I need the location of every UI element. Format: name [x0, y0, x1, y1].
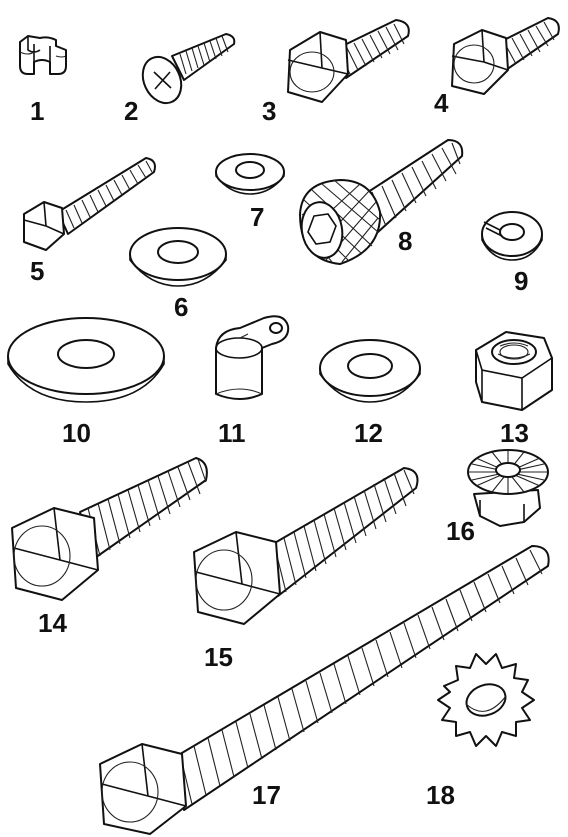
- hex-nut-part-13: [475, 331, 553, 411]
- label-part-10: 10: [62, 418, 91, 448]
- label-part-1: 1: [30, 96, 44, 126]
- label-part-14: 14: [38, 608, 67, 638]
- label-part-17: 17: [252, 780, 281, 810]
- flat-washer-part-6: [129, 227, 227, 287]
- label-part-3: 3: [262, 96, 276, 126]
- hex-bolt-part-5: [23, 157, 156, 251]
- flat-washer-part-12: [319, 339, 421, 403]
- hex-bolt-part-4: [451, 17, 560, 95]
- label-part-8: 8: [398, 226, 412, 256]
- label-part-2: 2: [124, 96, 138, 126]
- serrated-flange-nut-part-16: [467, 449, 549, 527]
- label-part-11: 11: [218, 418, 246, 448]
- flat-washer-part-7: [215, 153, 285, 195]
- star-lock-washer-part-18: [437, 653, 535, 747]
- label-part-7: 7: [250, 202, 264, 232]
- label-part-6: 6: [174, 292, 188, 322]
- label-part-15: 15: [204, 642, 233, 672]
- hex-bolt-part-15: [193, 467, 419, 625]
- label-part-4: 4: [434, 88, 449, 118]
- clip-part-1: [19, 35, 67, 75]
- socket-cap-screw-part-8: [299, 139, 464, 265]
- hex-bolt-part-3: [287, 19, 410, 103]
- label-part-5: 5: [30, 256, 44, 286]
- phillips-screw-part-2: [141, 33, 236, 105]
- label-part-13: 13: [500, 418, 529, 448]
- label-part-12: 12: [354, 418, 383, 448]
- cable-clamp-part-11: [215, 315, 290, 400]
- part-labels: 1 2 3 4 5 6 7 8 9 10 11 12 13 14 15 16 1…: [30, 88, 529, 810]
- label-part-18: 18: [426, 780, 455, 810]
- hex-bolt-part-17: [99, 545, 550, 835]
- hex-bolt-part-14: [11, 457, 208, 601]
- label-part-16: 16: [446, 516, 475, 546]
- split-lock-washer-part-9: [481, 211, 543, 261]
- flat-washer-part-10: [7, 317, 165, 403]
- label-part-9: 9: [514, 266, 528, 296]
